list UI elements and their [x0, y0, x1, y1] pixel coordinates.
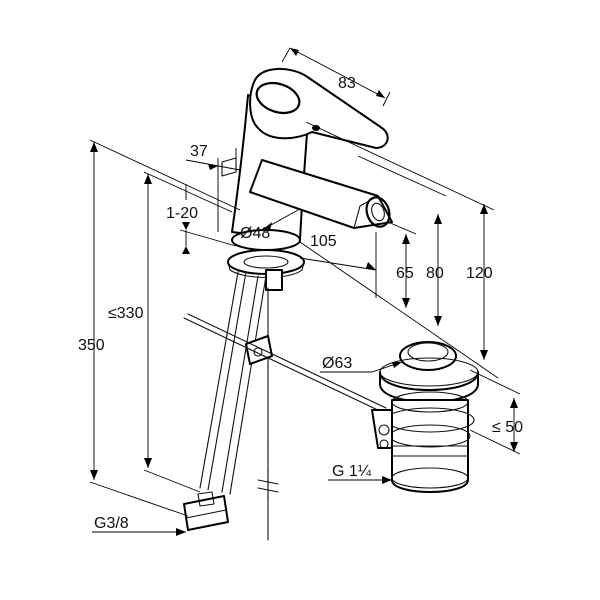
faucet-body	[221, 68, 393, 291]
label-hose-length: ≤330	[108, 305, 144, 322]
label-waste-thread: G 1¼	[332, 463, 372, 480]
supply-hoses	[183, 271, 267, 531]
label-supply-thread: G3/8	[94, 515, 129, 532]
label-spout-reach: 105	[310, 233, 337, 250]
label-height-120: 120	[466, 265, 493, 282]
pop-up-rod	[183, 287, 387, 541]
label-spout-offset: 37	[190, 143, 208, 160]
label-base-diameter: Ø48	[240, 225, 270, 242]
label-waste-diameter: Ø63	[322, 355, 352, 372]
label-waste-depth: ≤ 50	[492, 419, 523, 436]
label-height-65: 65	[396, 265, 414, 282]
label-ring-range: 1-20	[166, 205, 198, 222]
label-handle-length: 83	[338, 75, 356, 92]
label-height-80: 80	[426, 265, 444, 282]
pop-up-waste	[371, 341, 479, 493]
dimension-lines	[89, 47, 521, 536]
label-total-length: 350	[78, 337, 105, 354]
dimension-labels: 83 37 1-20 Ø48 105 65 80 120 ≤330 350 Ø6…	[78, 75, 523, 532]
